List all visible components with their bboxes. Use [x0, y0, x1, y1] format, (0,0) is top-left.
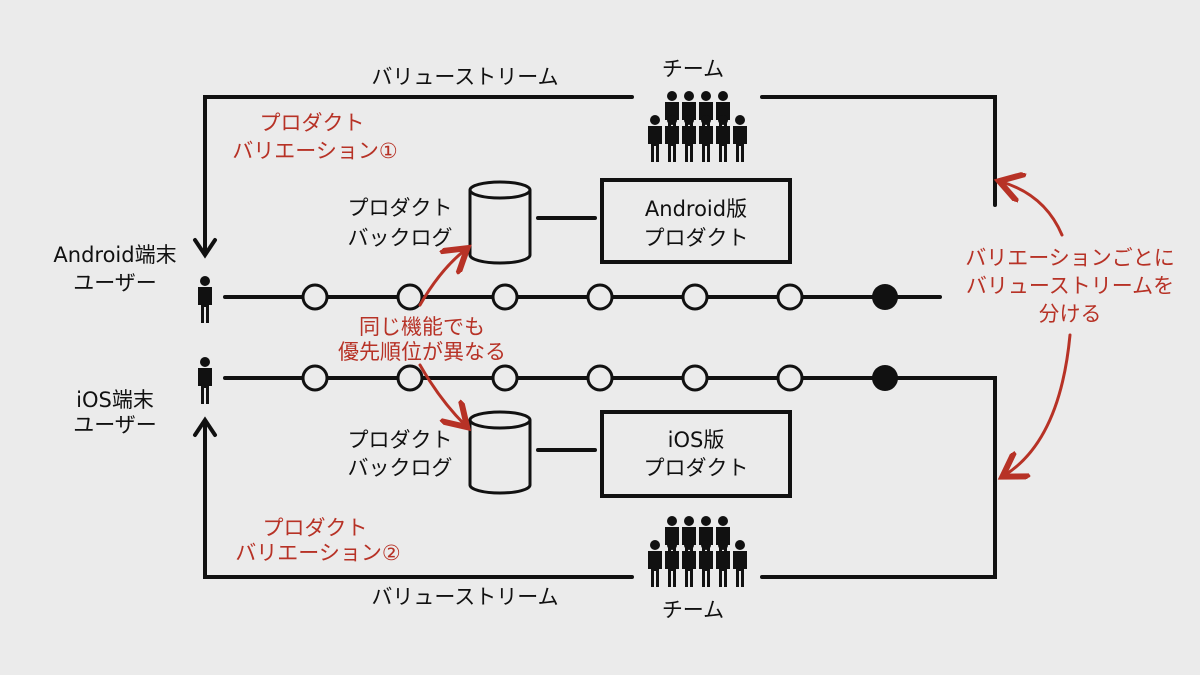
- split-arrow-up: [1002, 182, 1064, 237]
- top-team-label: チーム: [662, 57, 724, 81]
- android-product-line2: プロダクト: [644, 226, 749, 250]
- android-product-box: [600, 178, 792, 264]
- android-user-line1: Android端末: [53, 243, 176, 267]
- right-note-line2: バリューストリームを: [966, 274, 1174, 298]
- top-variation-line1: プロダクト: [260, 111, 365, 135]
- bottom-team-icon: [648, 516, 747, 587]
- right-note-line1: バリエーションごとに: [965, 246, 1175, 270]
- right-note-line3: 分ける: [1039, 302, 1102, 326]
- middle-note-line1: 同じ機能でも: [359, 315, 485, 339]
- ios-product-box: [600, 410, 792, 498]
- android-backlog-line1: プロダクト: [348, 196, 453, 220]
- priority-arrow-up: [418, 250, 465, 307]
- middle-note-line2: 優先順位が異なる: [338, 340, 506, 364]
- ios-product-line2: プロダクト: [644, 456, 749, 480]
- ios-backlog-line2: バックログ: [348, 456, 453, 480]
- split-arrow-down: [1005, 333, 1072, 475]
- ios-product-line1: iOS版: [668, 428, 725, 452]
- android-backlog-line2: バックログ: [348, 226, 453, 250]
- ios-user-icon: [198, 357, 212, 404]
- bottom-team-label: チーム: [662, 598, 724, 622]
- top-variation-line2: バリエーション①: [232, 139, 397, 163]
- bottom-variation-line1: プロダクト: [263, 516, 368, 540]
- top-value-stream-label: バリューストリーム: [371, 65, 558, 89]
- priority-arrow-down: [418, 363, 465, 425]
- android-timeline: [223, 283, 942, 311]
- bottom-variation-line2: バリエーション②: [235, 541, 400, 565]
- top-team-icon: [648, 91, 747, 162]
- android-user-line2: ユーザー: [73, 271, 157, 295]
- bottom-value-stream-label: バリューストリーム: [371, 585, 558, 609]
- android-user-icon: [198, 276, 212, 323]
- android-product-line1: Android版: [645, 197, 747, 221]
- ios-backlog-line1: プロダクト: [348, 428, 453, 452]
- top-value-stream-loop: [193, 95, 997, 259]
- ios-backlog-database-icon: [468, 410, 532, 495]
- ios-user-line2: ユーザー: [73, 413, 157, 437]
- ios-user-line1: iOS端末: [76, 388, 154, 412]
- bottom-value-stream-loop: [193, 376, 997, 579]
- android-backlog-database-icon: [468, 180, 532, 265]
- ios-timeline: [223, 364, 902, 392]
